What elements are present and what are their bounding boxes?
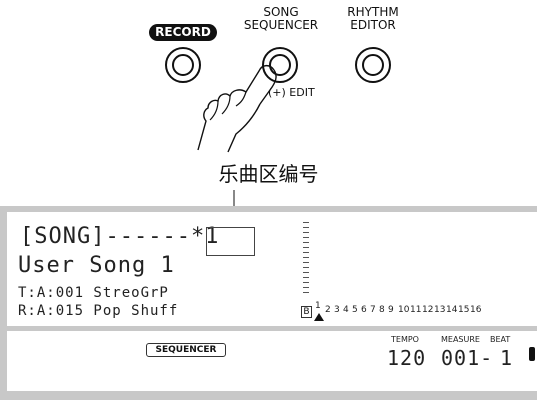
level-tick — [303, 232, 309, 233]
display-line-4: R:A:015 Pop Shuff — [18, 303, 179, 319]
level-tick — [303, 262, 309, 263]
level-tick — [303, 282, 309, 283]
tempo-label: TEMPO — [391, 335, 419, 344]
display-line-1: [SONG]------*1 — [20, 224, 220, 249]
tempo-value: 120 — [387, 346, 427, 370]
level-tick — [303, 267, 309, 268]
level-tick — [303, 242, 309, 243]
beat-number: 12 — [422, 305, 434, 315]
sequencer-indicator: SEQUENCER — [146, 343, 226, 357]
beat-number: 16 — [470, 305, 482, 315]
area-number-highlight — [206, 227, 255, 256]
lcd-screen — [7, 212, 537, 326]
display-line-2: User Song 1 — [18, 253, 175, 278]
b-marker: B — [301, 306, 312, 318]
record-button-label[interactable]: RECORD — [149, 24, 217, 41]
beat-pointer-icon — [314, 313, 324, 321]
beat-number: 1 — [315, 301, 321, 311]
beat-value: 1 — [500, 346, 514, 370]
hand-pointer-icon — [197, 64, 277, 153]
beat-number: 9 — [388, 305, 394, 315]
rhythm-editor-label: RHYTHM EDITOR — [347, 5, 399, 32]
song-sequencer-button[interactable] — [262, 47, 298, 83]
beat-number: 14 — [446, 305, 458, 315]
level-tick — [303, 222, 309, 223]
beat-number: 5 — [352, 305, 358, 315]
area-number-caption: 乐曲区编号 — [218, 162, 319, 186]
song-sequencer-label: SONG SEQUENCER — [243, 5, 319, 32]
level-tick — [303, 252, 309, 253]
display-line-3: T:A:001 StreoGrP — [18, 285, 169, 301]
level-tick — [303, 247, 309, 248]
beat-number: 11 — [410, 305, 422, 315]
beat-number: 4 — [343, 305, 349, 315]
beat-number: 7 — [370, 305, 376, 315]
edit-label: (+) EDIT — [268, 86, 315, 99]
beat-number: 8 — [379, 305, 385, 315]
level-tick — [303, 272, 309, 273]
measure-label: MEASURE — [441, 335, 480, 344]
level-tick — [303, 287, 309, 288]
record-button[interactable] — [165, 47, 201, 83]
beat-number: 6 — [361, 305, 367, 315]
level-tick — [303, 277, 309, 278]
level-tick — [303, 237, 309, 238]
beat-number: 2 — [325, 305, 331, 315]
beat-label: BEAT — [490, 335, 511, 344]
beat-number: 10 — [398, 305, 410, 315]
measure-value: 001- — [441, 346, 494, 370]
lcd-status-area — [7, 331, 537, 391]
beat-number: 3 — [334, 305, 340, 315]
level-tick — [303, 227, 309, 228]
status-end-marker — [529, 347, 535, 361]
beat-number: 15 — [458, 305, 470, 315]
level-meter — [303, 222, 310, 296]
level-tick — [303, 257, 309, 258]
beat-number: 13 — [434, 305, 446, 315]
rhythm-editor-button[interactable] — [355, 47, 391, 83]
level-tick — [303, 292, 309, 293]
